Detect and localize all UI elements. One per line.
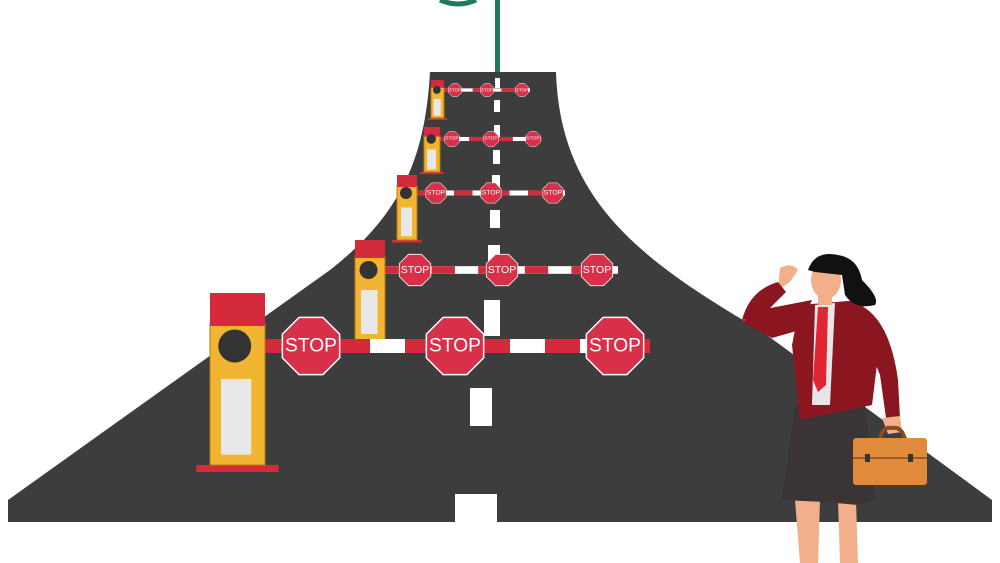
stop-sign-text: STOP [583, 264, 611, 276]
barrier-2: STOP STOP STOP [420, 127, 542, 175]
stop-sign-text: STOP [429, 336, 481, 357]
lane-dash [495, 78, 500, 88]
briefcase-handle [878, 425, 907, 441]
green-sign-arc [438, 0, 478, 7]
stop-sign-text: STOP [481, 88, 493, 93]
stop-sign [580, 253, 614, 287]
barrier-stripe [498, 136, 513, 142]
stop-sign-text: STOP [516, 88, 528, 93]
lane-dash [492, 175, 500, 191]
barrier-cap [210, 293, 265, 326]
stop-sign [585, 316, 645, 376]
barrier-pivot [218, 329, 252, 363]
upper-arm [742, 282, 786, 320]
lane-dash [494, 125, 500, 137]
barrier-stripe [335, 339, 370, 353]
barrier-stripe [385, 266, 409, 274]
barrier-4: STOP STOP STOP [347, 240, 618, 344]
barrier-pivot [359, 261, 378, 279]
barrier-stripe [472, 88, 487, 92]
barrier-stripe [545, 339, 580, 353]
stop-sign [480, 182, 502, 204]
stop-sign [425, 316, 485, 376]
hair [808, 254, 877, 307]
lane-dash [490, 210, 500, 228]
stop-sign-text: STOP [285, 336, 337, 357]
barrier-panel [433, 99, 441, 116]
stop-sign-text: STOP [401, 264, 429, 276]
stop-sign-text: STOP [589, 336, 641, 357]
briefcase [853, 438, 927, 485]
stop-sign-text: STOP [484, 136, 498, 142]
stop-sign-text: STOP [482, 190, 501, 197]
lane-dash [484, 300, 500, 336]
lane-dash [470, 388, 492, 426]
barrier-pivot [432, 86, 441, 94]
stop-sign-text: STOP [427, 190, 446, 197]
stop-sign [485, 253, 519, 287]
skirt [782, 405, 875, 505]
barrier-cap [397, 175, 417, 187]
barrier-cap [355, 240, 385, 258]
green-pole [495, 0, 500, 78]
barrier-cap [424, 127, 440, 137]
stop-sign-text: STOP [449, 88, 461, 93]
raised-arm [742, 300, 812, 338]
raised-hand [778, 265, 798, 290]
stop-sign-text: STOP [526, 136, 540, 142]
barrier-base [196, 465, 279, 472]
lane-dash [493, 150, 500, 164]
businesswoman [742, 254, 927, 563]
stop-sign [281, 316, 341, 376]
barrier-stripe [524, 266, 549, 274]
barrier-stripe [454, 190, 473, 196]
stop-sign [483, 131, 499, 147]
stop-sign [515, 83, 529, 97]
barrier-pivot [426, 134, 437, 144]
barrier-panel [427, 149, 436, 170]
stop-sign [480, 83, 494, 97]
barrier-1: STOP STOP STOP [427, 80, 530, 120]
barrier-panel [401, 207, 412, 237]
barrier-stripe [431, 266, 455, 274]
legs [795, 500, 858, 563]
lane-dash [455, 494, 497, 522]
barrier-5: STOP STOP STOP [196, 293, 650, 472]
lane-dash [494, 100, 500, 112]
barrier-base [427, 118, 448, 120]
barrier-stripe [469, 136, 484, 142]
barrier-base [392, 240, 422, 243]
stop-sign-text: STOP [544, 190, 563, 197]
lowered-arm [860, 305, 900, 418]
barrier-panel [361, 290, 378, 334]
stop-sign [525, 131, 541, 147]
barrier-stripe [501, 88, 516, 92]
barrier-3: STOP STOP STOP [392, 175, 565, 243]
barrier-base [420, 172, 444, 175]
barrier-stripe [528, 190, 547, 196]
barrier-panel [221, 379, 252, 455]
stop-sign [398, 253, 432, 287]
stop-sign [425, 182, 447, 204]
barrier-cap [431, 80, 444, 88]
stop-sign-text: STOP [445, 136, 459, 142]
stop-sign [444, 131, 460, 147]
stop-sign-text: STOP [488, 264, 516, 276]
stop-sign [542, 182, 564, 204]
tie [813, 307, 828, 392]
barrier-pivot [400, 187, 412, 199]
stop-sign [448, 83, 462, 97]
